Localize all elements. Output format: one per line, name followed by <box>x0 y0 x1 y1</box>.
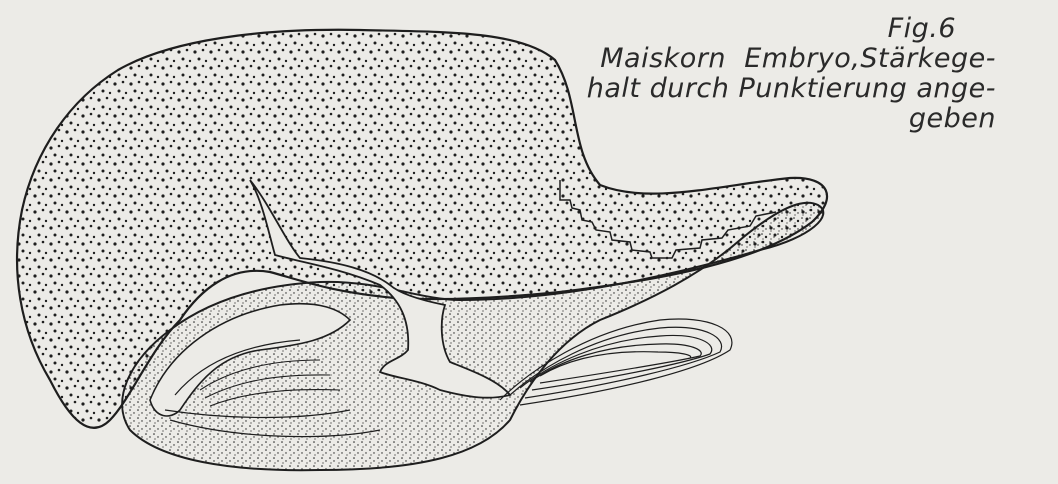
figure-caption: Fig.6 Maiskorn Embryo,Stärkege- halt dur… <box>587 14 996 134</box>
figure-number: Fig.6 <box>587 14 956 44</box>
caption-line-3: geben <box>587 104 996 134</box>
caption-line-1: Maiskorn Embryo,Stärkege- <box>587 44 996 74</box>
caption-line-2: halt durch Punktierung ange- <box>587 74 996 104</box>
